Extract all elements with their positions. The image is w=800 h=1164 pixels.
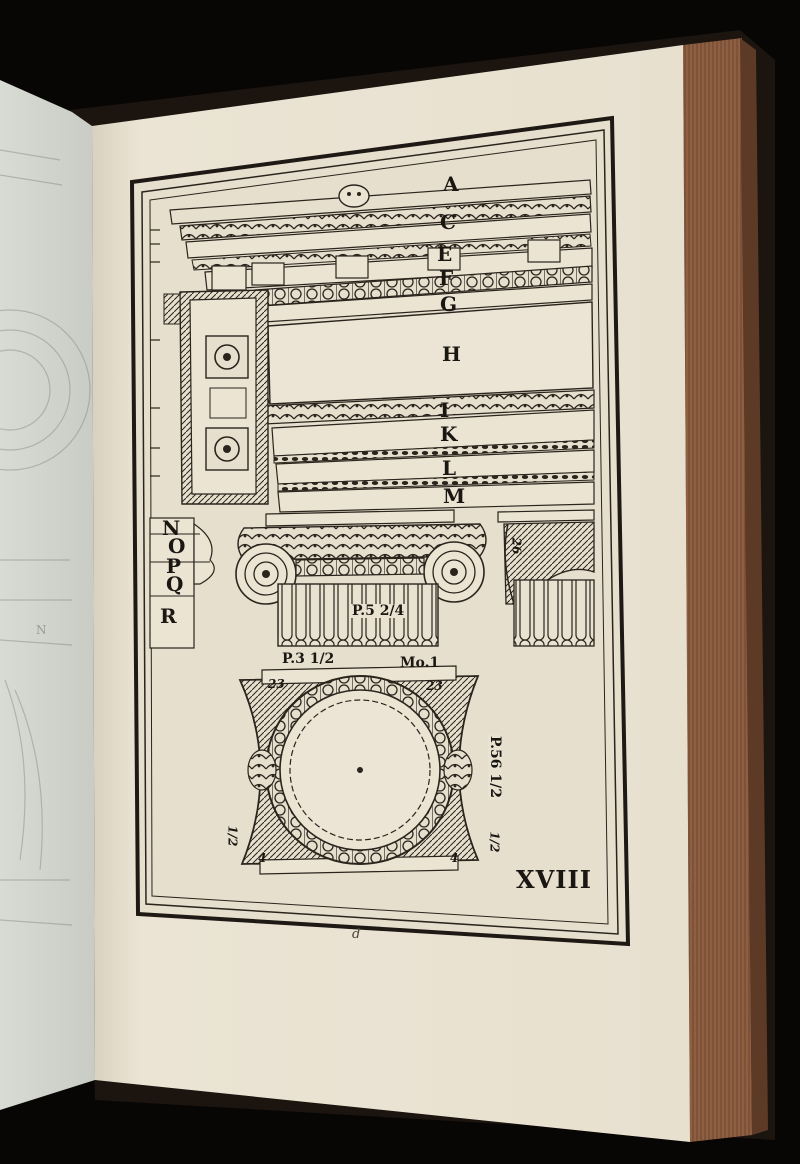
- label-p: P: [166, 554, 182, 578]
- left-page-letter: N: [36, 623, 47, 637]
- plate-number: XVIII: [516, 865, 592, 894]
- measure-23-right: 23: [426, 679, 443, 693]
- label-i: I: [440, 398, 450, 422]
- label-a: A: [443, 172, 459, 196]
- label-c: C: [440, 210, 456, 234]
- capital-plan-engraving: [238, 665, 480, 875]
- label-k: K: [440, 422, 458, 446]
- measure-4-left: 4: [258, 851, 267, 865]
- measure-23-left: 23: [268, 677, 285, 691]
- label-e: E: [437, 242, 453, 266]
- measure-mo: Mo.1: [400, 655, 440, 671]
- signature-mark: d: [352, 927, 361, 942]
- label-l: L: [442, 456, 457, 480]
- left-page: [0, 80, 95, 1110]
- measure-26: 26: [509, 537, 524, 555]
- label-h: H: [442, 342, 461, 366]
- label-m: M: [443, 484, 466, 508]
- measure-p52: P.5 2/4: [350, 603, 407, 619]
- label-g: G: [440, 292, 458, 316]
- measure-p3: P.3 1/2: [282, 651, 335, 667]
- label-o: O: [168, 534, 186, 558]
- measure-p56: P.56 1/2: [487, 733, 504, 801]
- measure-half-left: 1/2: [225, 825, 240, 847]
- label-r: R: [160, 604, 177, 628]
- label-q: Q: [166, 572, 184, 596]
- page-edges: [683, 38, 752, 1142]
- entablature-engraving: [150, 179, 595, 513]
- measure-half-right: 1/2: [487, 831, 502, 853]
- left-page-faint-engraving: [0, 149, 91, 926]
- label-f: F: [439, 266, 454, 290]
- measure-4-right: 4: [450, 851, 459, 865]
- label-n: N: [162, 516, 181, 540]
